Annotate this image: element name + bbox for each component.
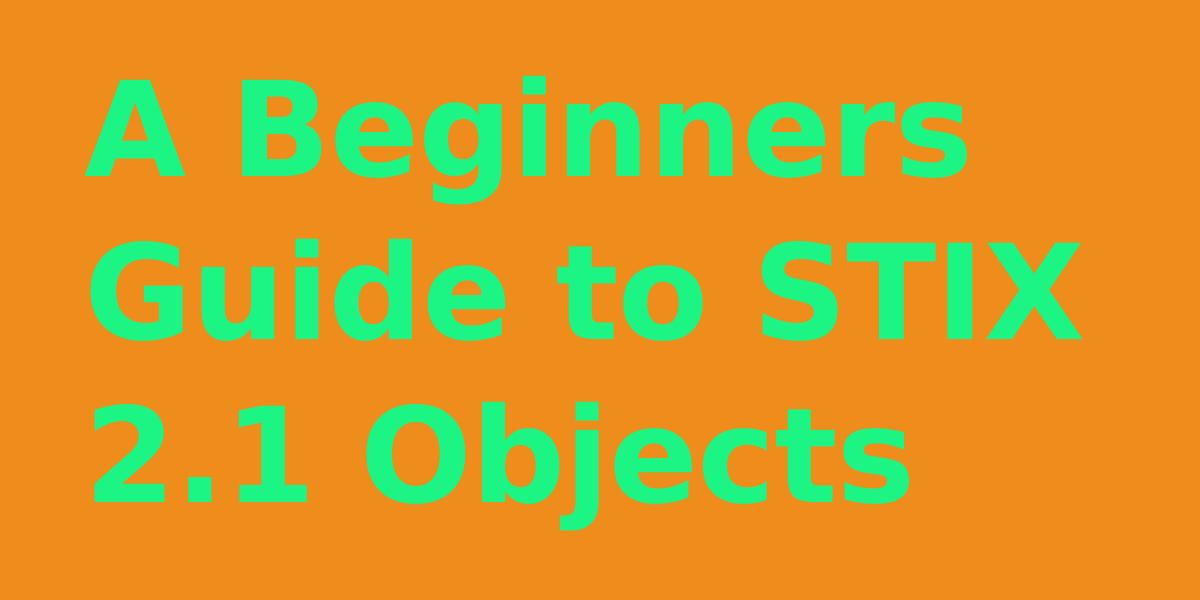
title-line-2: Guide to STIX — [84, 217, 1085, 371]
banner-title: A Beginners Guide to STIX 2.1 Objects — [84, 50, 1085, 539]
title-line-3: 2.1 Objects — [84, 380, 915, 534]
title-line-1: A Beginners — [84, 54, 973, 208]
